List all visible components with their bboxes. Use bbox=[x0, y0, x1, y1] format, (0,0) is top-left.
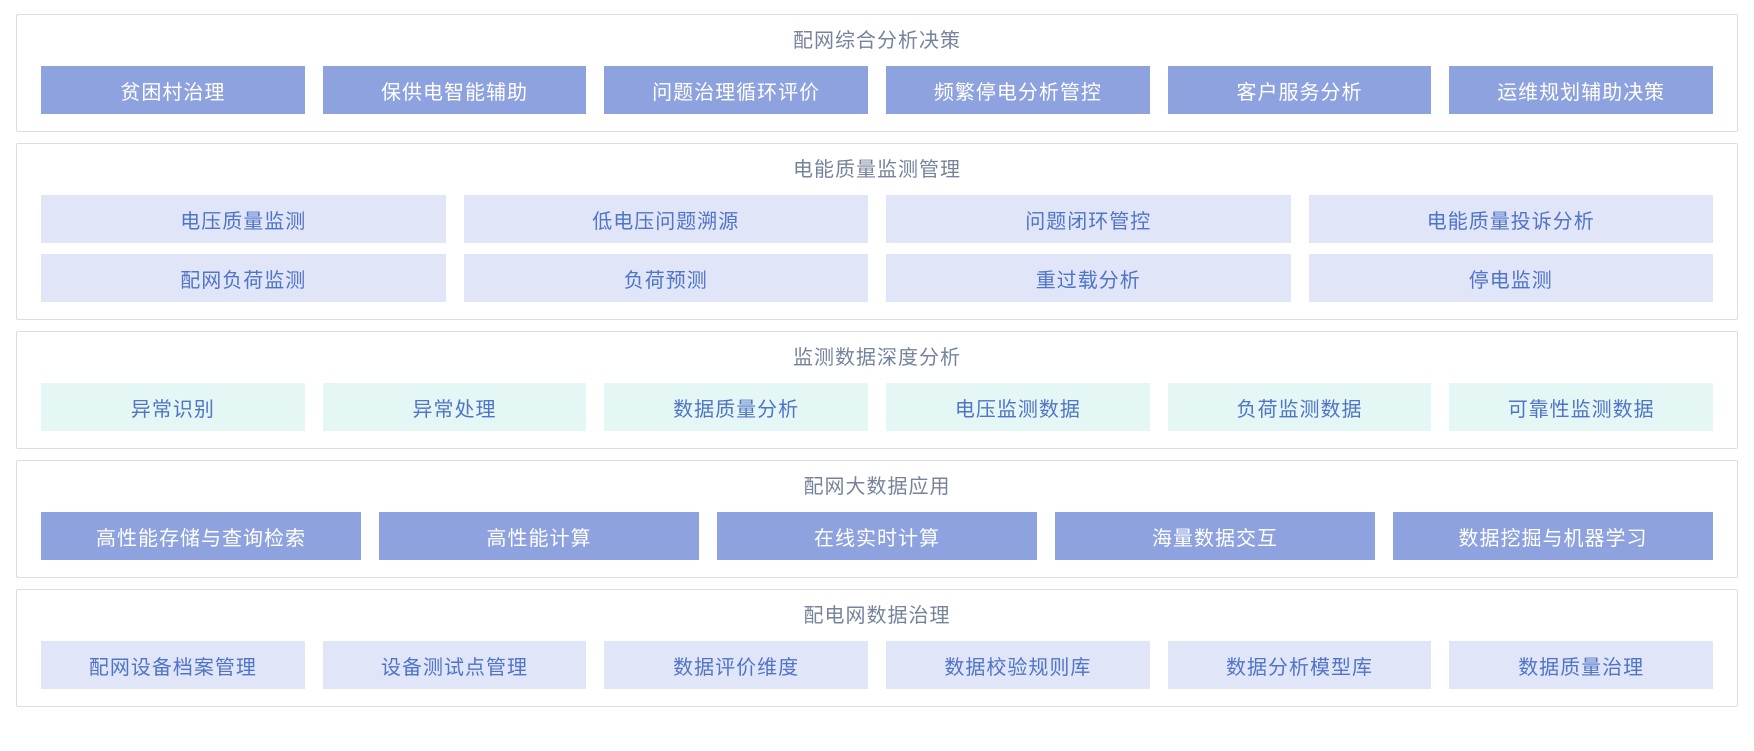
tile[interactable]: 数据校验规则库 bbox=[886, 641, 1150, 689]
tile-rows: 贫困村治理保供电智能辅助问题治理循环评价频繁停电分析管控客户服务分析运维规划辅助… bbox=[41, 66, 1714, 114]
tile[interactable]: 高性能存储与查询检索 bbox=[41, 512, 361, 560]
tile[interactable]: 停电监测 bbox=[1308, 254, 1713, 302]
tile-row: 配网设备档案管理设备测试点管理数据评价维度数据校验规则库数据分析模型库数据质量治… bbox=[41, 641, 1714, 689]
tile[interactable]: 频繁停电分析管控 bbox=[886, 66, 1150, 114]
panel-title: 配网大数据应用 bbox=[803, 476, 951, 498]
tile-rows: 高性能存储与查询检索高性能计算在线实时计算海量数据交互数据挖掘与机器学习 bbox=[41, 512, 1713, 560]
tile[interactable]: 在线实时计算 bbox=[717, 512, 1037, 560]
panel-distribution-network-data-governance: 配电网数据治理配网设备档案管理设备测试点管理数据评价维度数据校验规则库数据分析模… bbox=[16, 589, 1738, 707]
tile[interactable]: 数据分析模型库 bbox=[1167, 641, 1432, 689]
tile[interactable]: 可靠性监测数据 bbox=[1449, 383, 1714, 431]
tile-row: 配网负荷监测负荷预测重过载分析停电监测 bbox=[41, 254, 1713, 302]
tile[interactable]: 设备测试点管理 bbox=[322, 641, 587, 689]
tile[interactable]: 低电压问题溯源 bbox=[463, 195, 868, 243]
tile[interactable]: 配网负荷监测 bbox=[41, 254, 446, 302]
tile[interactable]: 配网设备档案管理 bbox=[41, 641, 305, 689]
panel-distribution-big-data-application: 配网大数据应用高性能存储与查询检索高性能计算在线实时计算海量数据交互数据挖掘与机… bbox=[16, 460, 1738, 578]
tile-rows: 配网设备档案管理设备测试点管理数据评价维度数据校验规则库数据分析模型库数据质量治… bbox=[41, 641, 1714, 689]
tile[interactable]: 重过载分析 bbox=[886, 254, 1291, 302]
tile-row: 异常识别异常处理数据质量分析电压监测数据负荷监测数据可靠性监测数据 bbox=[41, 383, 1714, 431]
tile-row: 贫困村治理保供电智能辅助问题治理循环评价频繁停电分析管控客户服务分析运维规划辅助… bbox=[41, 66, 1714, 114]
tile[interactable]: 海量数据交互 bbox=[1055, 512, 1375, 560]
tile[interactable]: 高性能计算 bbox=[379, 512, 699, 560]
panel-title: 配网综合分析决策 bbox=[793, 30, 961, 52]
tile[interactable]: 保供电智能辅助 bbox=[322, 66, 587, 114]
panel-power-quality-monitoring: 电能质量监测管理电压质量监测低电压问题溯源问题闭环管控电能质量投诉分析配网负荷监… bbox=[16, 143, 1738, 320]
tile[interactable]: 负荷监测数据 bbox=[1167, 383, 1432, 431]
panel-title: 电能质量监测管理 bbox=[793, 159, 961, 181]
tile[interactable]: 电能质量投诉分析 bbox=[1308, 195, 1713, 243]
tile-row: 电压质量监测低电压问题溯源问题闭环管控电能质量投诉分析 bbox=[41, 195, 1713, 243]
tile[interactable]: 数据挖掘与机器学习 bbox=[1393, 512, 1713, 560]
tile[interactable]: 负荷预测 bbox=[463, 254, 868, 302]
tile[interactable]: 问题闭环管控 bbox=[886, 195, 1291, 243]
panel-stack: 配网综合分析决策贫困村治理保供电智能辅助问题治理循环评价频繁停电分析管控客户服务… bbox=[16, 14, 1738, 707]
tile[interactable]: 客户服务分析 bbox=[1167, 66, 1432, 114]
panel-title: 配电网数据治理 bbox=[803, 605, 951, 627]
panel-title: 监测数据深度分析 bbox=[793, 347, 961, 369]
tile[interactable]: 问题治理循环评价 bbox=[604, 66, 869, 114]
tile[interactable]: 异常识别 bbox=[41, 383, 305, 431]
tile-rows: 异常识别异常处理数据质量分析电压监测数据负荷监测数据可靠性监测数据 bbox=[41, 383, 1714, 431]
tile[interactable]: 贫困村治理 bbox=[41, 66, 305, 114]
tile-rows: 电压质量监测低电压问题溯源问题闭环管控电能质量投诉分析配网负荷监测负荷预测重过载… bbox=[41, 195, 1713, 302]
tile[interactable]: 数据评价维度 bbox=[604, 641, 869, 689]
panel-distribution-comprehensive-analysis: 配网综合分析决策贫困村治理保供电智能辅助问题治理循环评价频繁停电分析管控客户服务… bbox=[16, 14, 1738, 132]
tile[interactable]: 运维规划辅助决策 bbox=[1449, 66, 1714, 114]
tile[interactable]: 电压监测数据 bbox=[886, 383, 1150, 431]
tile[interactable]: 异常处理 bbox=[322, 383, 587, 431]
panel-monitoring-data-deep-analysis: 监测数据深度分析异常识别异常处理数据质量分析电压监测数据负荷监测数据可靠性监测数… bbox=[16, 331, 1738, 449]
tile-row: 高性能存储与查询检索高性能计算在线实时计算海量数据交互数据挖掘与机器学习 bbox=[41, 512, 1713, 560]
tile[interactable]: 数据质量治理 bbox=[1449, 641, 1714, 689]
tile[interactable]: 数据质量分析 bbox=[604, 383, 869, 431]
tile[interactable]: 电压质量监测 bbox=[41, 195, 446, 243]
